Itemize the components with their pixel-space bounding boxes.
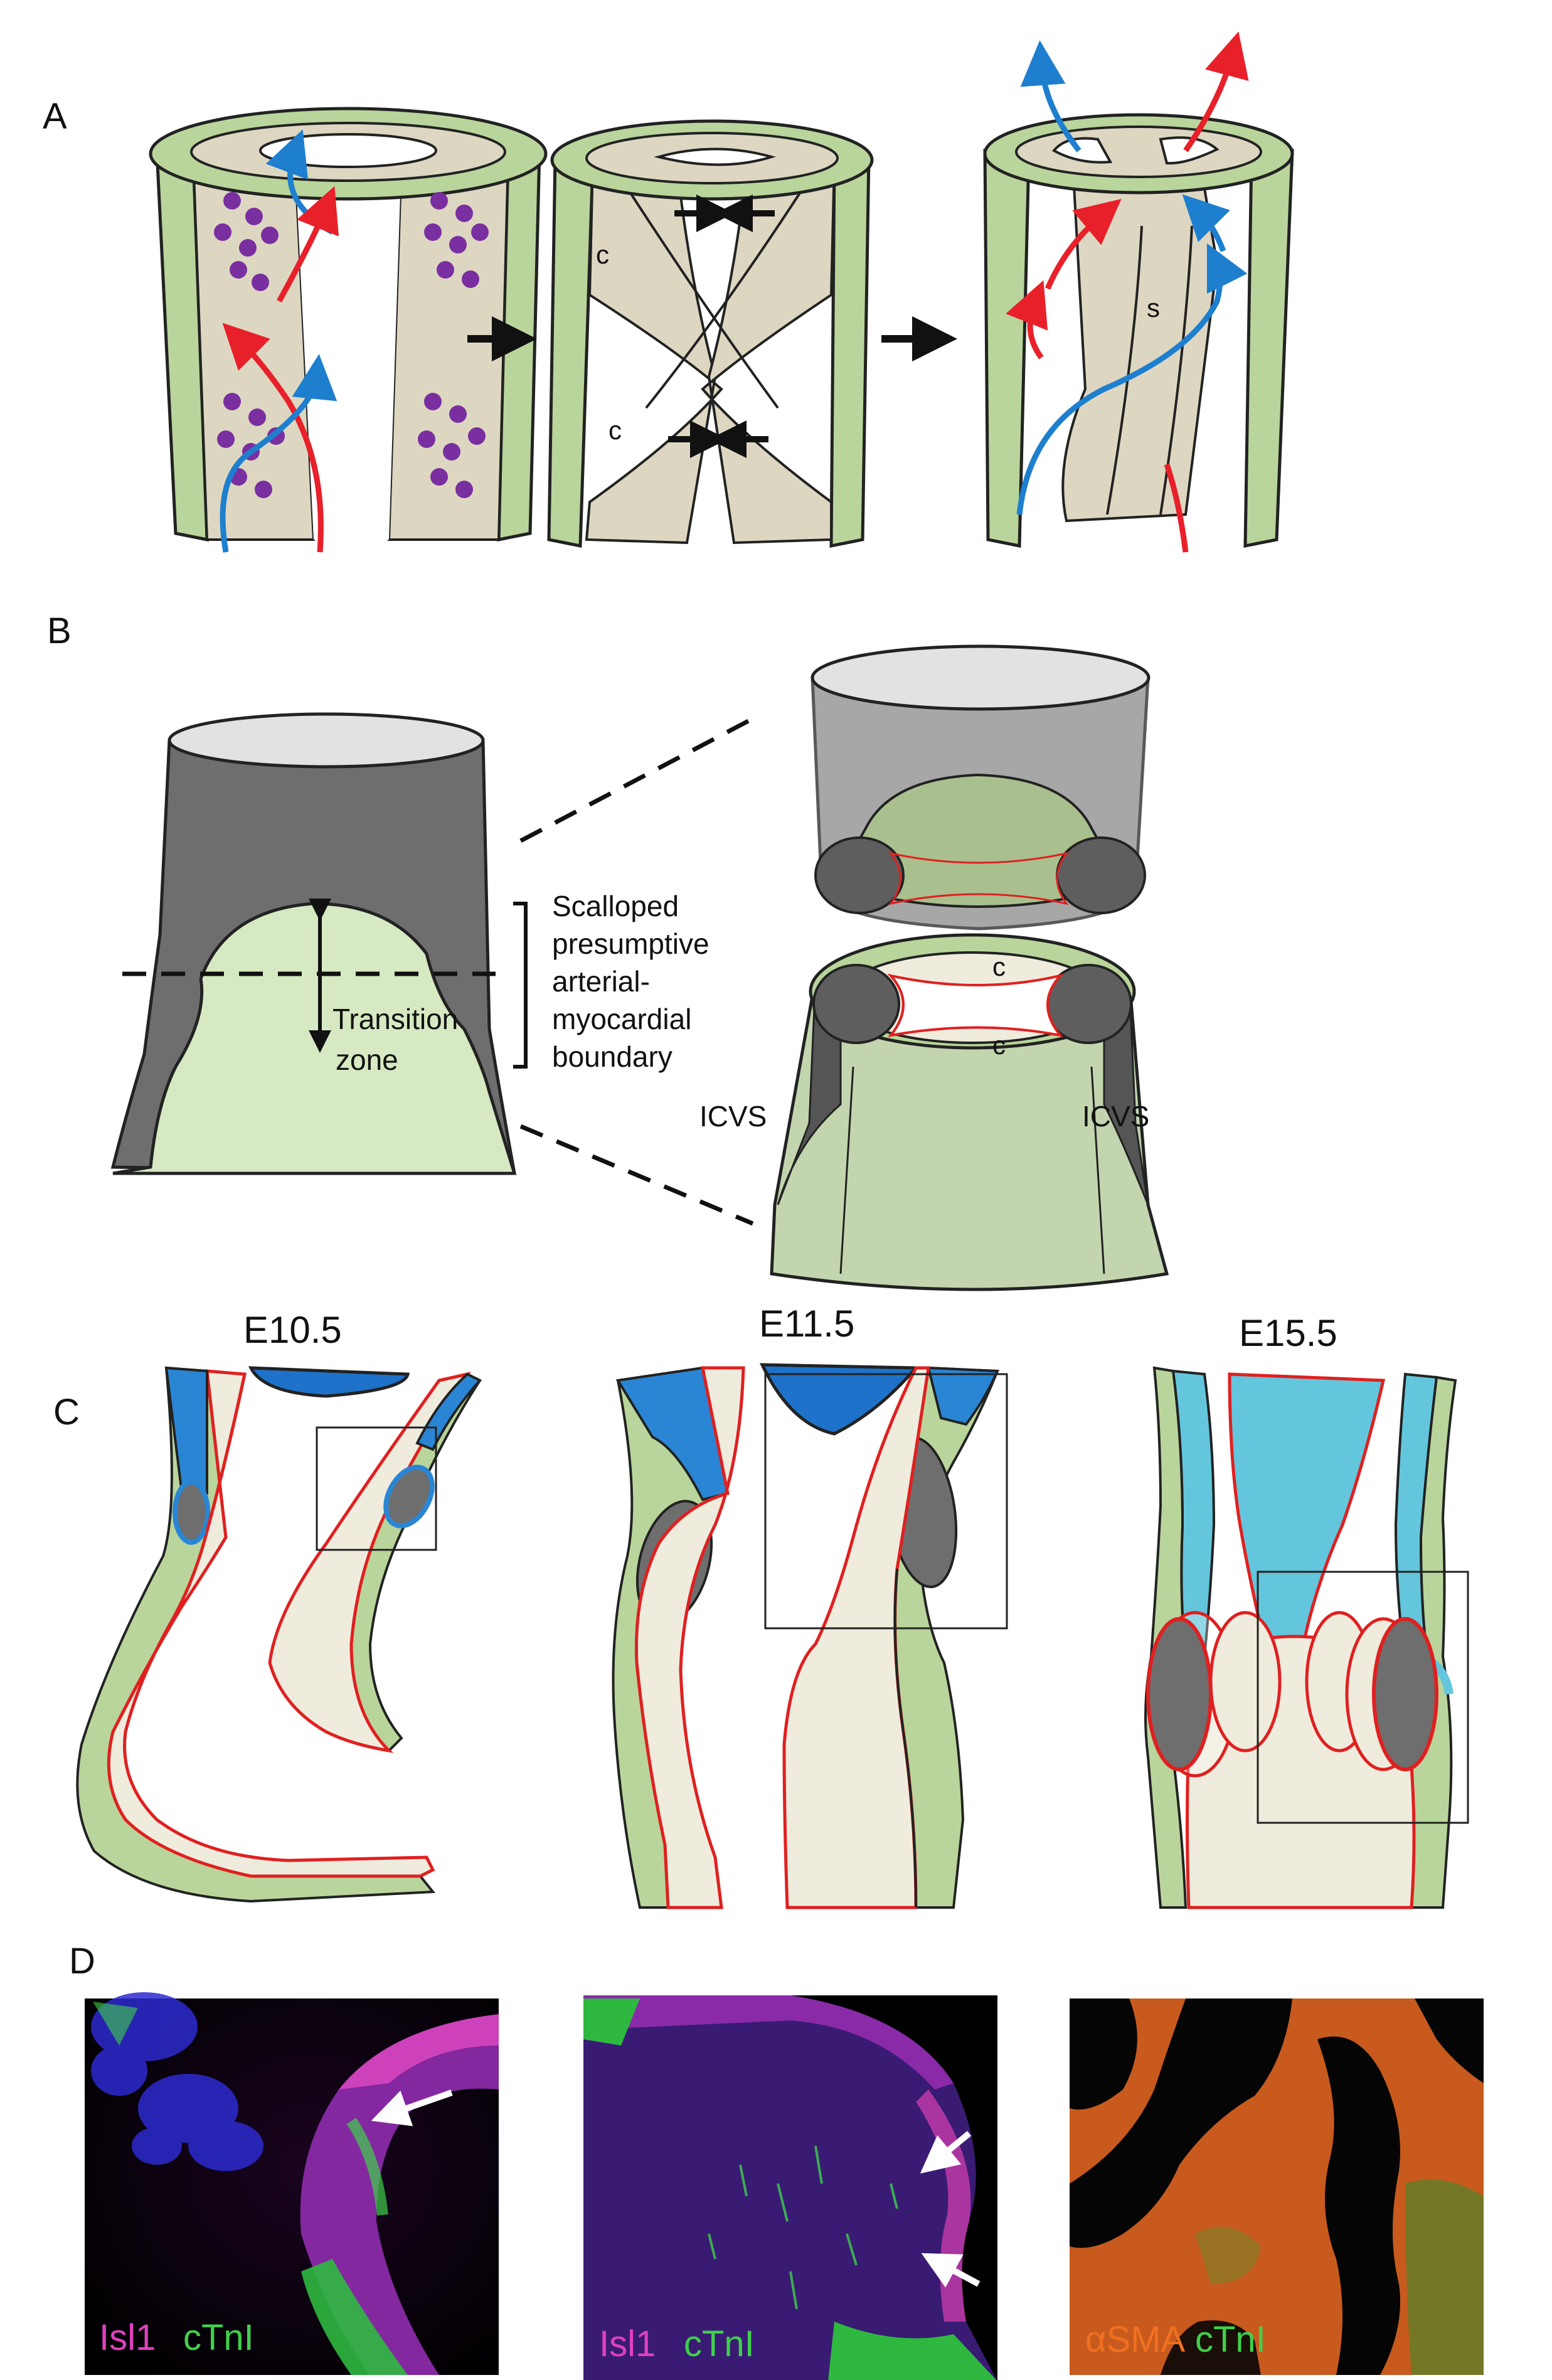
panel-letter-a: A <box>43 96 67 137</box>
inset-box-e15-5 <box>1257 1571 1469 1824</box>
panel-b-exploded-bottom: c c ICVS ICVS <box>699 933 1169 1291</box>
mesenchyme-cells-lower-right <box>418 393 486 498</box>
flow-arrow-red-inner <box>1044 198 1122 290</box>
boundary-label-line3: arterial- <box>552 965 650 998</box>
micrograph-2: Isl1 cTnI <box>583 1995 997 2380</box>
boundary-label-line5: boundary <box>552 1040 672 1073</box>
septum-label: s <box>1147 293 1160 323</box>
micrograph-3-marker-asma: αSMA <box>1085 2319 1186 2360</box>
zoom-guide-bottom <box>519 1124 754 1226</box>
panel-b-exploded-top <box>811 644 1151 931</box>
mesenchyme-cells-lower-left <box>217 393 285 498</box>
boundary-label-line2: presumptive <box>552 927 710 960</box>
micrograph-2-marker-ctni: cTnI <box>684 2324 755 2364</box>
mesenchyme-cells-upper-left <box>214 192 279 291</box>
panel-a-stage1-diagram <box>149 107 548 553</box>
boundary-bracket <box>513 902 528 1069</box>
panel-a-stage2-diagram: c c <box>547 119 874 548</box>
transition-zone-label-line2: zone <box>336 1043 398 1076</box>
flow-arrow-blue-lower <box>220 354 338 553</box>
inset-box-e11-5 <box>764 1373 1008 1630</box>
micrograph-3-marker-ctni: cTnI <box>1195 2319 1266 2360</box>
transition-zone-label-line1: Transition <box>332 1003 458 1035</box>
flow-arrow-red-exit-right <box>1183 31 1249 152</box>
panel-letter-b: B <box>47 611 72 651</box>
stage-label-e10-5: E10.5 <box>243 1309 342 1351</box>
inset-box-e10-5 <box>316 1426 437 1551</box>
panel-letter-c: C <box>53 1392 80 1433</box>
flow-arrow-red-upper <box>277 186 339 303</box>
panel-c-e10-5-section <box>76 1366 482 1903</box>
cushion-label-upper: c <box>596 240 609 269</box>
flow-arrow-red-lower <box>222 323 324 553</box>
stage-label-e15-5: E15.5 <box>1239 1312 1337 1354</box>
stage-label-e11-5: E11.5 <box>759 1303 854 1345</box>
cushion-label-bottom-b: c <box>992 1030 1006 1060</box>
micrograph-1-marker-ctni: cTnI <box>183 2317 254 2358</box>
micrograph-3: αSMA cTnI <box>1070 1998 1484 2375</box>
panel-letter-d: D <box>69 1941 95 1982</box>
micrograph-1: Isl1 cTnI <box>85 1992 499 2375</box>
boundary-label-line1: Scalloped <box>552 890 679 922</box>
panel-b-outflow-cylinder: Transition zone <box>110 712 517 1175</box>
icvs-label-right: ICVS <box>1082 1100 1149 1133</box>
flow-arrow-blue-long <box>1016 243 1248 515</box>
icvs-label-left: ICVS <box>699 1100 767 1133</box>
flow-arrow-red-lower-left <box>1006 280 1048 360</box>
boundary-label-line4: myocardial <box>552 1003 691 1035</box>
micrograph-1-marker-isl1: Isl1 <box>99 2317 156 2358</box>
flow-arrow-blue-exit-left <box>1020 40 1082 152</box>
cushion-label-lower: c <box>609 415 622 445</box>
micrograph-2-marker-isl1: Isl1 <box>599 2324 656 2364</box>
panel-a-stage3-diagram: s <box>983 31 1294 553</box>
mesenchyme-cells-upper-right <box>424 192 489 288</box>
zoom-guide-top <box>519 713 760 843</box>
cushion-label-top-b: c <box>992 952 1006 981</box>
flow-arrow-red-bottom <box>1164 463 1189 553</box>
panel-c-e15-5-section <box>1144 1366 1469 1909</box>
panel-c-e11-5-section <box>612 1363 1008 1909</box>
